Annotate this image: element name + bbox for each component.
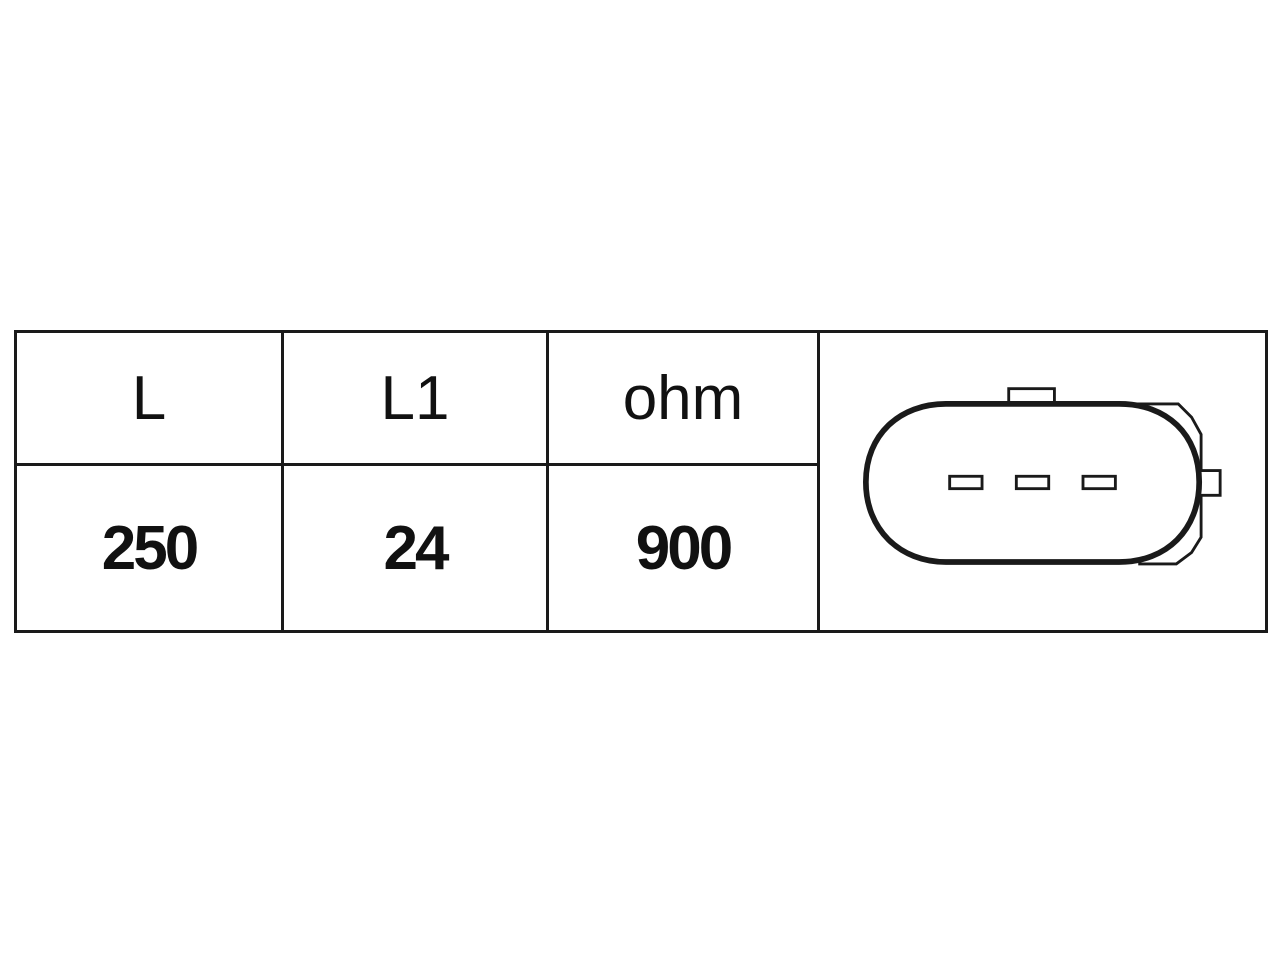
- three-pin-connector-icon: [862, 386, 1222, 565]
- connector-cell: [817, 330, 1268, 633]
- value-ohm: 900: [546, 463, 820, 633]
- connector-pin-1: [947, 474, 983, 490]
- connector-housing-back: [1118, 401, 1222, 565]
- header-l1: L1: [281, 330, 549, 466]
- connector-pin-3: [1081, 474, 1117, 490]
- header-row: L L1 ohm: [14, 330, 1268, 633]
- header-ohm: ohm: [546, 330, 820, 466]
- header-l: L: [14, 330, 284, 466]
- value-l: 250: [14, 463, 284, 633]
- spec-table: L L1 ohm 250 24 900: [14, 330, 1268, 633]
- value-l1: 24: [281, 463, 549, 633]
- connector-pin-2: [1014, 474, 1050, 490]
- value-row: 250 24 900: [14, 463, 1267, 633]
